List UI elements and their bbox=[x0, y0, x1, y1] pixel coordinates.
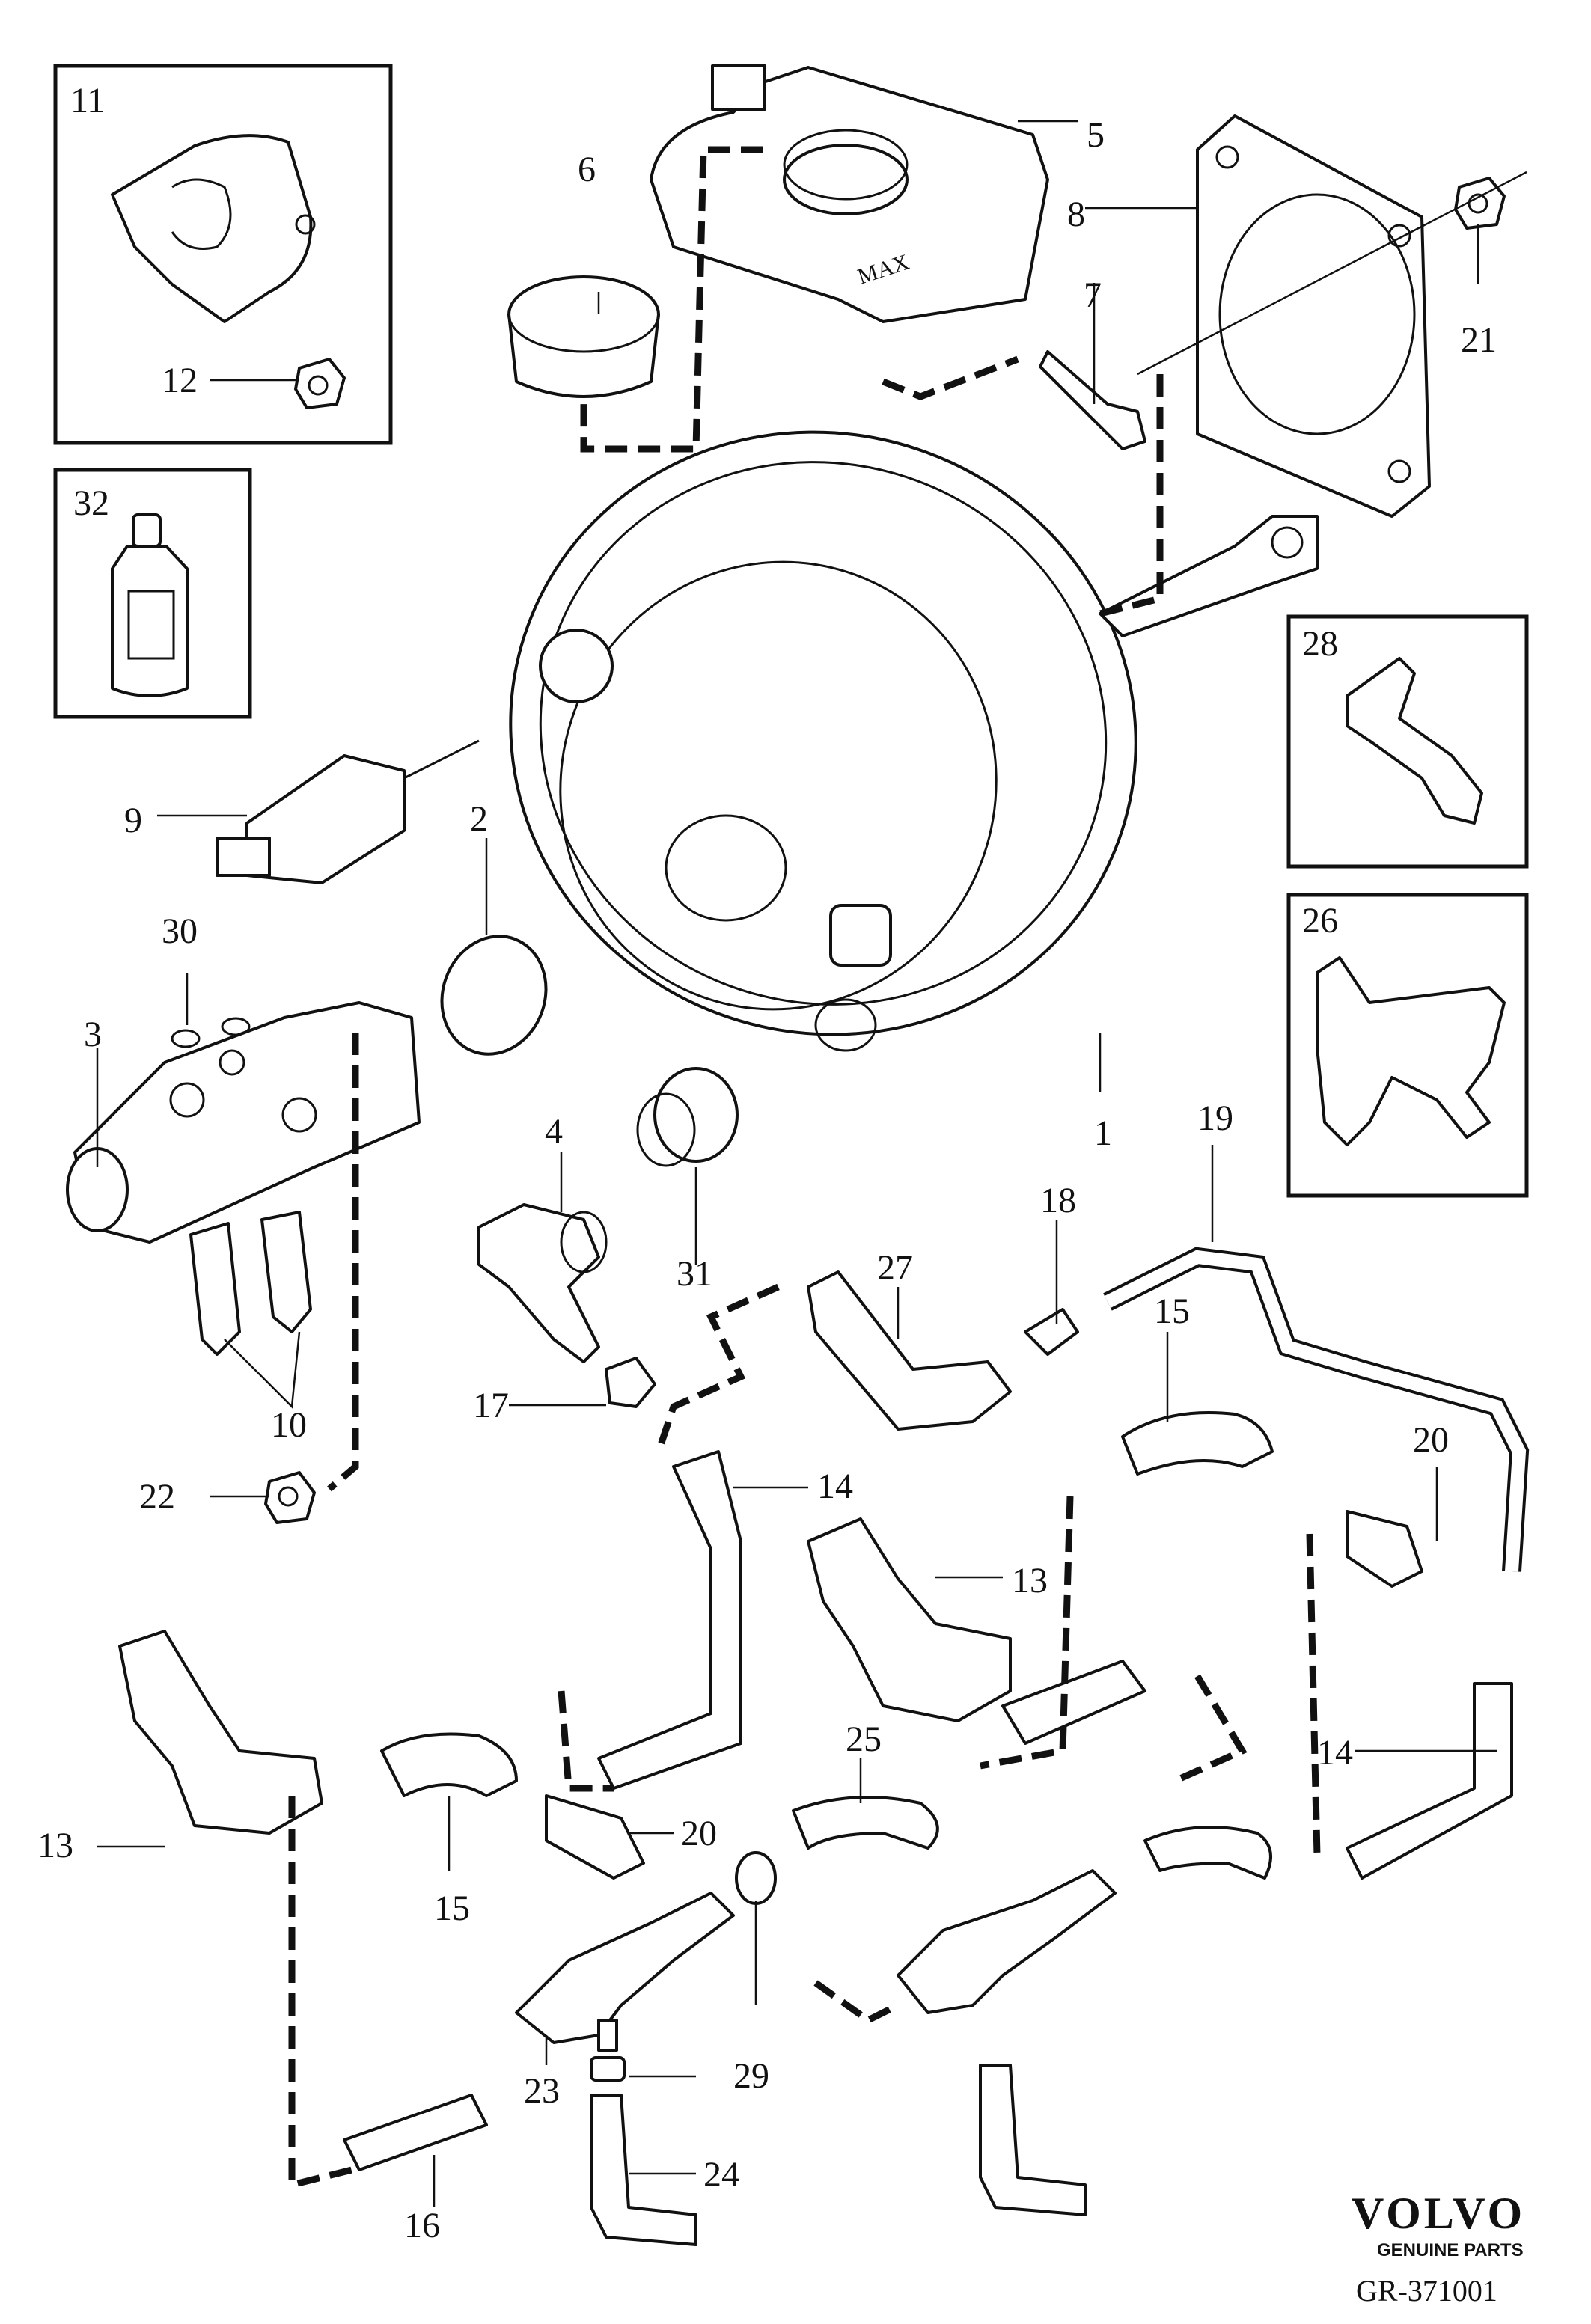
callout-1: 1 bbox=[1094, 1113, 1112, 1153]
callout-27: 27 bbox=[877, 1248, 913, 1288]
hose-right-upper bbox=[1143, 1826, 1272, 1880]
nut-12 bbox=[294, 358, 346, 409]
callout-24: 24 bbox=[703, 2155, 739, 2195]
bracket-11 bbox=[111, 134, 313, 323]
fitting-18 bbox=[1024, 1308, 1079, 1356]
sensor-9 bbox=[216, 739, 480, 884]
callout-13a: 13 bbox=[37, 1826, 73, 1865]
pushrod bbox=[1099, 515, 1319, 637]
callout-13b: 13 bbox=[1012, 1561, 1048, 1600]
callout-14a: 14 bbox=[817, 1467, 853, 1506]
callout-8: 8 bbox=[1067, 195, 1085, 234]
hose-27 bbox=[807, 1270, 1012, 1431]
callout-25: 25 bbox=[846, 1719, 882, 1759]
callout-3: 3 bbox=[84, 1015, 102, 1054]
switch-10b bbox=[260, 1211, 312, 1333]
o-ring-2 bbox=[440, 935, 548, 1056]
callout-15a: 15 bbox=[1154, 1291, 1190, 1331]
bracket-28 bbox=[1346, 657, 1483, 825]
fluid-reservoir-5: MAX bbox=[650, 64, 1049, 323]
hose-right-lower bbox=[979, 2064, 1087, 2216]
hose-14b bbox=[1346, 1682, 1513, 1880]
callout-31: 31 bbox=[677, 1254, 712, 1294]
brand-tagline: GENUINE PARTS bbox=[1377, 2240, 1524, 2260]
hose-15b bbox=[380, 1732, 518, 1797]
inset-box-26 bbox=[1286, 893, 1529, 1198]
volvo-logo: VOLVO bbox=[1352, 2189, 1526, 2238]
hose-14a bbox=[597, 1450, 742, 1790]
callout-29a: 29 bbox=[733, 2056, 769, 2096]
clamp-17 bbox=[605, 1357, 656, 1408]
tee-fitting-23 bbox=[515, 1892, 735, 2052]
callout-26: 26 bbox=[1302, 901, 1338, 941]
seal-30b bbox=[221, 1017, 251, 1036]
bracket-26 bbox=[1316, 956, 1506, 1146]
callout-20b: 20 bbox=[681, 1814, 717, 1853]
hose-24 bbox=[590, 2094, 697, 2246]
hose-16 bbox=[343, 2094, 488, 2171]
callout-22: 22 bbox=[139, 1477, 175, 1517]
hose-25 bbox=[792, 1796, 939, 1850]
leader-lines bbox=[96, 120, 1527, 2207]
callout-19: 19 bbox=[1197, 1098, 1233, 1138]
callout-2: 2 bbox=[470, 799, 488, 839]
valve-13a bbox=[118, 1630, 323, 1835]
callout-5: 5 bbox=[1087, 115, 1105, 155]
fitting-20a bbox=[1346, 1510, 1423, 1588]
callout-28: 28 bbox=[1302, 624, 1338, 664]
reservoir-cap-6 bbox=[507, 275, 660, 398]
hose-15a bbox=[1121, 1411, 1274, 1476]
brake-fluid-bottle bbox=[111, 513, 189, 697]
nut-22 bbox=[264, 1471, 316, 1524]
master-cylinder-3 bbox=[66, 1001, 421, 1244]
callout-9: 9 bbox=[124, 801, 142, 840]
dashed-connectors bbox=[288, 146, 1321, 2189]
inset-box-32 bbox=[53, 468, 252, 719]
callout-15b: 15 bbox=[434, 1889, 470, 1928]
drawing-code: GR-371001 bbox=[1356, 2274, 1497, 2308]
nut-21 bbox=[1454, 177, 1506, 230]
hose-short-right bbox=[1001, 1660, 1146, 1745]
callout-23: 23 bbox=[524, 2071, 560, 2111]
grommet-31 bbox=[636, 1067, 739, 1167]
callout-21: 21 bbox=[1461, 320, 1497, 360]
clamp-29 bbox=[735, 1851, 777, 1905]
callout-4: 4 bbox=[545, 1112, 563, 1152]
inset-box-28 bbox=[1286, 614, 1529, 869]
valve-13b bbox=[807, 1517, 1012, 1722]
callout-17: 17 bbox=[473, 1386, 509, 1425]
clamp-29-lower bbox=[590, 2056, 626, 2082]
callout-6: 6 bbox=[578, 150, 596, 189]
fitting-20b bbox=[545, 1794, 645, 1880]
seal-30a bbox=[171, 1029, 201, 1048]
callout-11: 11 bbox=[70, 81, 105, 120]
callout-labels: 1 2 3 4 5 6 7 8 9 10 11 12 13 13 14 14 1… bbox=[37, 81, 1497, 2245]
callout-7: 7 bbox=[1084, 275, 1102, 315]
callout-18: 18 bbox=[1040, 1181, 1076, 1220]
callout-32: 32 bbox=[73, 483, 109, 523]
callout-20a: 20 bbox=[1413, 1420, 1449, 1460]
callout-16: 16 bbox=[404, 2206, 440, 2245]
callout-10: 10 bbox=[271, 1405, 307, 1445]
inset-box-11 bbox=[53, 64, 393, 445]
gasket-8 bbox=[1196, 114, 1431, 518]
callout-14b: 14 bbox=[1317, 1733, 1353, 1773]
tee-fitting-right bbox=[897, 1869, 1117, 2014]
check-valve-4 bbox=[477, 1203, 608, 1363]
brake-booster-1 bbox=[509, 430, 1319, 1052]
switch-10a bbox=[189, 1222, 241, 1356]
callout-12: 12 bbox=[162, 361, 198, 400]
bolt-7 bbox=[1039, 350, 1146, 450]
callout-30: 30 bbox=[162, 911, 198, 951]
